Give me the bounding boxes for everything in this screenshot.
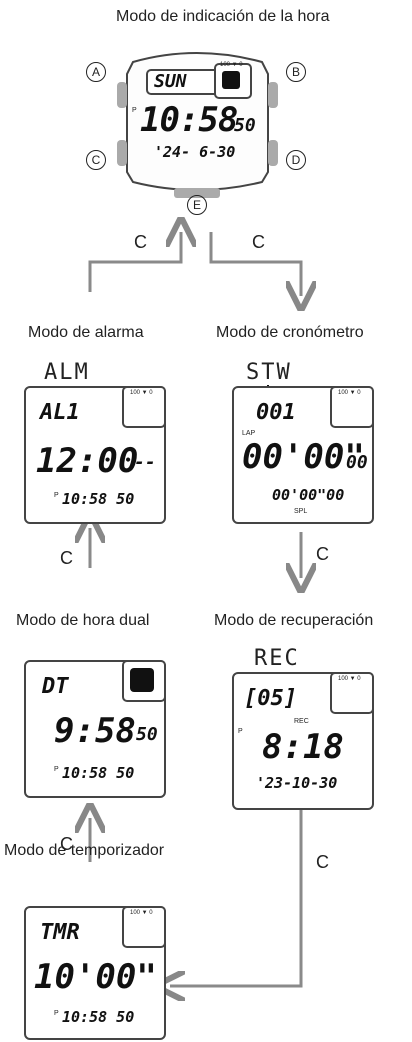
alarm-title: Modo de alarma <box>28 324 144 341</box>
button-d-label: D <box>286 150 306 170</box>
recall-mode-label: REC <box>254 646 300 671</box>
dual-time-display: DT 9:58 50 P 10:58 50 <box>24 660 166 798</box>
recall-graph-window <box>330 672 374 714</box>
recall-display: 100 ▼ 0 [05] REC P 8:18 '23-10-30 <box>232 672 374 810</box>
timer-graph-window <box>122 906 166 948</box>
timekeeping-seconds: 50 <box>234 115 256 136</box>
alarm-suffix: -- <box>134 452 156 473</box>
timekeeping-pm: P <box>132 107 137 114</box>
button-e-label: E <box>187 195 207 215</box>
recall-code: [05] <box>244 686 297 711</box>
timer-display: 100 ▼ 0 TMR 10'00" P 10:58 50 <box>24 906 166 1040</box>
c-label-right: C <box>252 232 265 252</box>
stopwatch-display: 100 ▼ 0 001 LAP 00'00" 00 00'00"00 SPL <box>232 386 374 524</box>
timer-code: TMR <box>40 920 80 945</box>
alarm-mode-label: ALM <box>44 360 90 385</box>
c-label-timer-dual: C <box>60 834 73 854</box>
recall-scale: 100 ▼ 0 <box>338 676 361 682</box>
alarm-time: 12:00 <box>36 441 139 481</box>
arrow-time-to-stopwatch <box>209 232 301 296</box>
arrow-recall-to-timer <box>170 772 303 986</box>
stopwatch-mode-label: STW <box>246 360 292 385</box>
timekeeping-time: 10:58 <box>140 100 238 140</box>
alarm-code: AL1 <box>40 400 80 425</box>
recall-title: Modo de recuperación <box>214 612 374 629</box>
timer-sub-time: 10:58 50 <box>62 1008 135 1026</box>
timekeeping-top-window <box>146 69 226 95</box>
stopwatch-title: Modo de cronómetro <box>216 324 364 341</box>
arrow-alarm-to-time <box>88 232 181 292</box>
button-b-label: B <box>286 62 306 82</box>
timer-scale: 100 ▼ 0 <box>130 910 153 916</box>
recall-time: 8:18 <box>262 727 344 767</box>
stopwatch-graph-window <box>330 386 374 428</box>
timekeeping-day: SUN <box>154 71 187 92</box>
recall-rec: REC <box>294 718 309 725</box>
timekeeping-scale: 100 ▼ 0 <box>220 62 243 68</box>
segment-graph-icon <box>130 668 154 692</box>
stopwatch-main-small: 00 <box>346 452 368 473</box>
timekeeping-title: Modo de indicación de la hora <box>116 8 330 25</box>
alarm-pm: P <box>54 492 59 499</box>
dual-time-code: DT <box>42 674 69 699</box>
stopwatch-spl: SPL <box>294 508 308 515</box>
dual-time-pm: P <box>54 766 59 773</box>
stopwatch-lap: LAP <box>242 430 256 437</box>
dual-time-time: 9:58 <box>54 711 136 751</box>
alarm-scale: 100 ▼ 0 <box>130 390 153 396</box>
timer-title: Modo de temporizador <box>4 842 165 859</box>
c-label-stw-rec: C <box>316 544 329 564</box>
alarm-sub-time: 10:58 50 <box>62 490 135 508</box>
button-c-label: C <box>86 150 106 170</box>
stopwatch-main: 00'00" <box>242 437 365 477</box>
stopwatch-scale: 100 ▼ 0 <box>338 390 361 396</box>
button-a-label: A <box>86 62 106 82</box>
recall-date: '23-10-30 <box>256 774 338 792</box>
segment-graph-icon <box>222 71 240 89</box>
stopwatch-code: 001 <box>256 400 296 425</box>
c-label-left: C <box>134 232 147 252</box>
dual-time-sub-time: 10:58 50 <box>62 764 135 782</box>
c-label-rec-timer: C <box>316 852 329 872</box>
alarm-display: 100 ▼ 0 AL1 12:00 -- P 10:58 50 <box>24 386 166 524</box>
alarm-graph-window <box>122 386 166 428</box>
dual-time-title: Modo de hora dual <box>16 612 150 629</box>
timekeeping-graph-window <box>214 63 252 99</box>
timekeeping-date: '24- 6-30 <box>154 143 236 161</box>
timer-pm: P <box>54 1010 59 1017</box>
recall-pm: P <box>238 728 243 735</box>
timekeeping-display: SUN 100 ▼ 0 P 10:58 50 '24- 6-30 <box>132 62 260 181</box>
dual-time-seconds: 50 <box>136 724 158 745</box>
c-label-dual-alarm: C <box>60 548 73 568</box>
stopwatch-split: 00'00"00 <box>272 486 345 504</box>
timer-main: 10'00" <box>34 957 157 997</box>
